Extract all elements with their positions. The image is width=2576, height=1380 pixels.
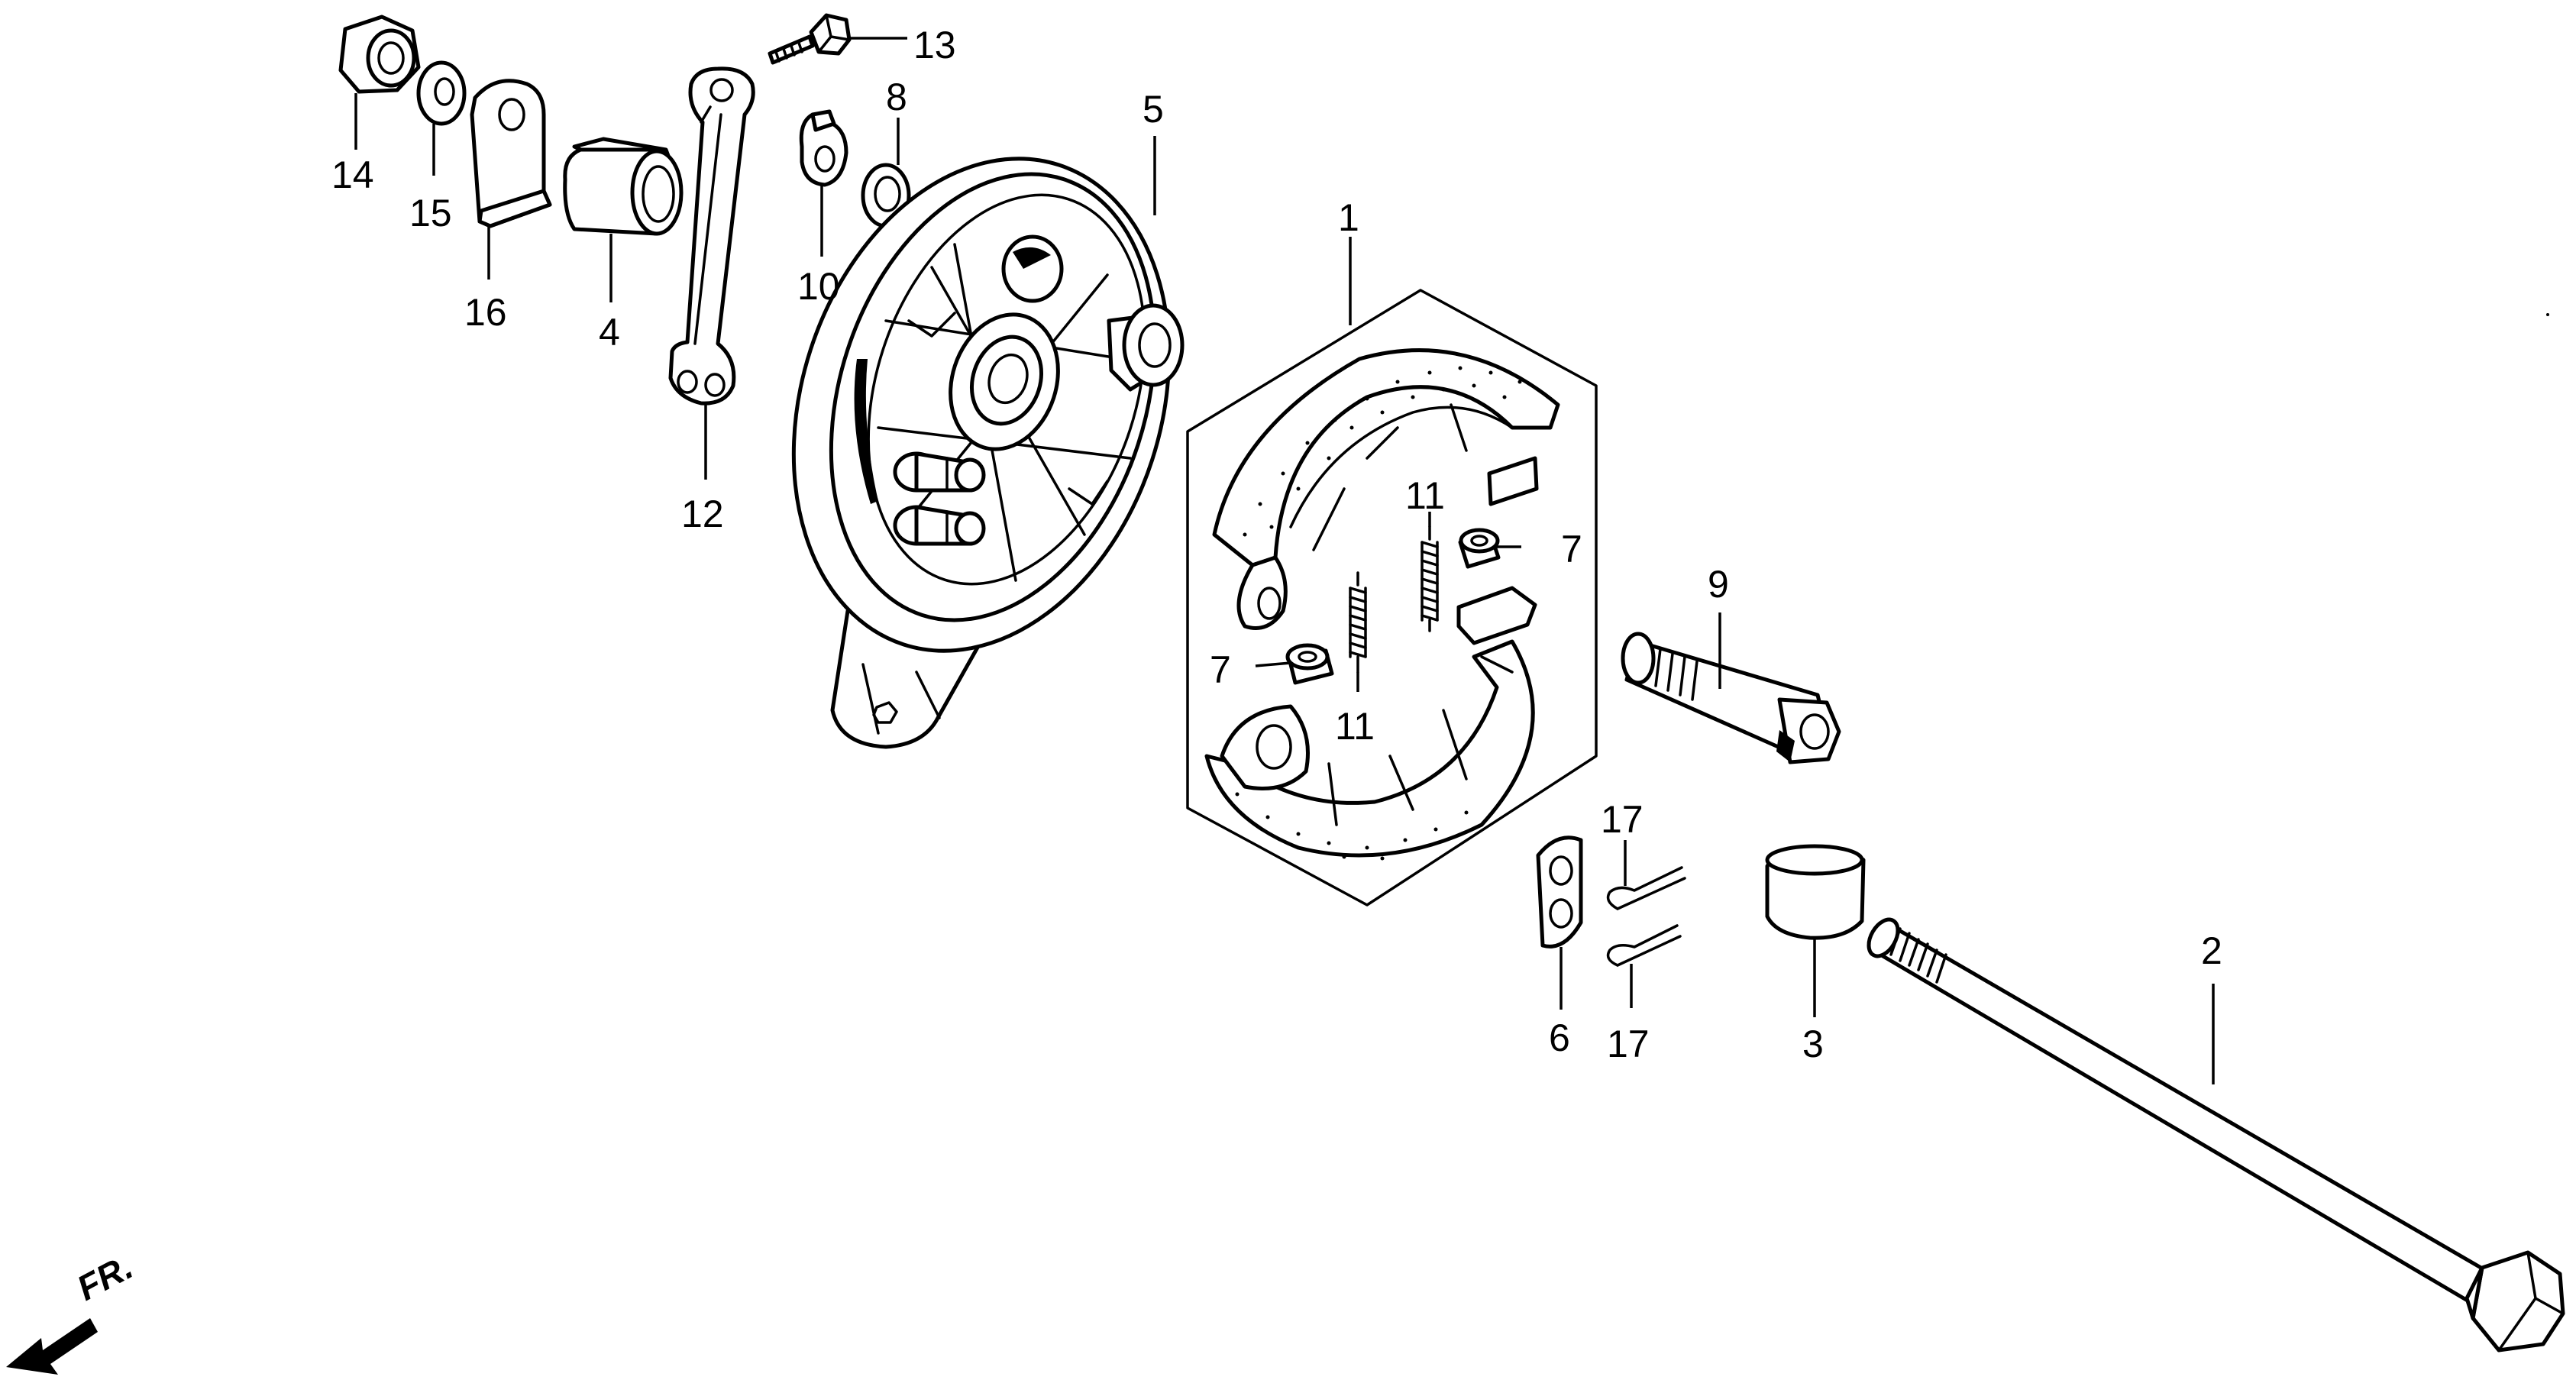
part-4-collar — [563, 137, 684, 236]
callout-12: 12 — [681, 493, 724, 535]
part-7-roller-lower — [1285, 643, 1334, 685]
callout-17-lower: 17 — [1607, 1023, 1650, 1065]
callout-10: 10 — [797, 265, 840, 308]
callout-7-upper: 7 — [1561, 528, 1582, 570]
callout-1: 1 — [1338, 196, 1359, 239]
callout-4: 4 — [599, 311, 620, 354]
lower-lining-texture — [1235, 792, 1469, 861]
speck — [2546, 313, 2549, 316]
callout-15: 15 — [409, 192, 452, 234]
part-13-bolt — [768, 13, 852, 65]
leader-lines — [354, 37, 2215, 1084]
callout-7-lower: 7 — [1210, 648, 1231, 691]
callout-17-upper: 17 — [1601, 798, 1644, 841]
callout-2: 2 — [2201, 929, 2222, 972]
part-17-cotter-pin-upper — [1606, 866, 1686, 910]
callout-5: 5 — [1143, 88, 1164, 131]
part-6-plate — [1536, 835, 1583, 949]
part-14-nut — [338, 15, 421, 94]
callout-13: 13 — [913, 24, 956, 66]
callout-11-lower: 11 — [1335, 705, 1375, 748]
part-5-brake-panel — [791, 157, 1185, 749]
callout-9: 9 — [1708, 563, 1729, 606]
callout-8: 8 — [886, 76, 907, 118]
front-indicator-label: FR. — [70, 1246, 139, 1308]
part-9-brake-cam — [1621, 632, 1841, 764]
callout-14: 14 — [331, 154, 374, 196]
callout-3: 3 — [1802, 1023, 1824, 1065]
part-11-spring-upper — [1421, 525, 1439, 632]
callout-6: 6 — [1549, 1016, 1570, 1059]
part-2-axle — [1867, 917, 2565, 1353]
part-16-bracket — [470, 79, 552, 228]
part-3-collar — [1765, 844, 1866, 940]
part-10-lock-plate — [799, 109, 848, 187]
part-7-roller-upper — [1458, 528, 1501, 569]
part-1-brake-shoe-set — [1186, 289, 1598, 907]
front-direction-arrow: FR. — [6, 1246, 139, 1375]
part-12-link-arm — [668, 66, 755, 406]
callouts: 1 2 3 4 5 6 7 7 8 9 10 11 11 12 13 14 15… — [331, 24, 2222, 1065]
upper-lining-texture — [1243, 366, 1522, 537]
part-11-spring-lower — [1349, 571, 1367, 674]
callout-16: 16 — [464, 291, 507, 334]
part-17-cotter-pin-lower — [1606, 924, 1682, 967]
callout-11-upper: 11 — [1405, 474, 1445, 517]
part-15-washer — [416, 60, 467, 126]
